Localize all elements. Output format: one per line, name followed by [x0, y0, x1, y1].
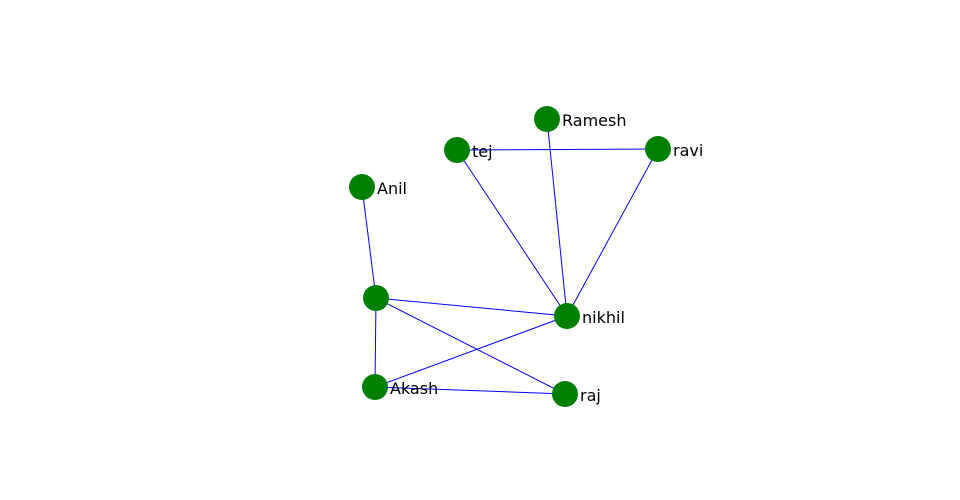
- node-tej[interactable]: [444, 137, 470, 163]
- edge-anil-unlabeled: [361, 186, 377, 299]
- edge-unlabeled-nikhil: [375, 297, 568, 317]
- edge-tej-nikhil: [456, 149, 568, 317]
- edge-akash-nikhil: [374, 315, 568, 388]
- node-label-anil: Anil: [377, 179, 407, 198]
- node-label-akash: Akash: [390, 379, 438, 398]
- node-raj[interactable]: [552, 381, 578, 407]
- edge-tej-ravi: [456, 148, 659, 151]
- node-unlabeled[interactable]: [363, 285, 389, 311]
- node-akash[interactable]: [362, 374, 388, 400]
- node-label-ravi: ravi: [673, 141, 703, 160]
- edge-akash-raj: [374, 386, 566, 395]
- node-nikhil[interactable]: [554, 303, 580, 329]
- edge-ramesh-nikhil: [546, 118, 568, 317]
- edge-ravi-nikhil: [566, 148, 659, 317]
- node-label-ramesh: Ramesh: [562, 111, 626, 130]
- node-ramesh[interactable]: [534, 106, 560, 132]
- edge-unlabeled-raj: [375, 297, 566, 395]
- edges-layer: [361, 118, 659, 395]
- node-ravi[interactable]: [645, 136, 671, 162]
- node-label-raj: raj: [580, 386, 601, 405]
- node-label-tej: tej: [472, 142, 493, 161]
- nodes-layer: [349, 106, 671, 407]
- node-anil[interactable]: [349, 174, 375, 200]
- edge-unlabeled-akash: [374, 297, 377, 388]
- node-label-nikhil: nikhil: [582, 308, 625, 327]
